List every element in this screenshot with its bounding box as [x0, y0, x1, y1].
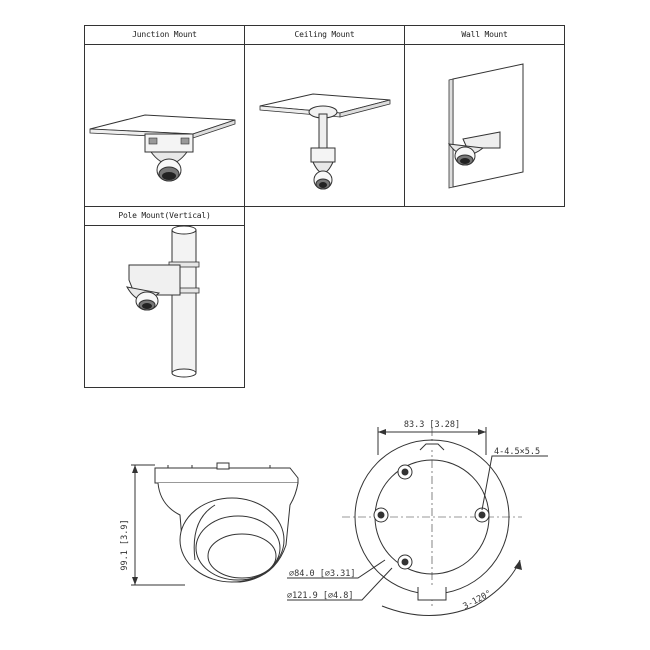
outer-diameter-label: ⌀121.9 [⌀4.8]	[287, 591, 354, 601]
inner-diameter-label: ⌀84.0 [⌀3.31]	[289, 569, 356, 579]
angle-label: 3-120°	[462, 589, 494, 612]
hole-spec-label: 4-4.5×5.5	[494, 447, 540, 457]
wall-mount-panel: Wall Mount	[404, 25, 565, 207]
ceiling-mount-illustration	[245, 44, 404, 206]
pole-mount-panel: Pole Mount(Vertical)	[84, 206, 245, 388]
bottom-view	[287, 427, 548, 616]
junction-mount-illustration	[85, 44, 244, 206]
height-dimension-label: 99.1 [3.9]	[120, 519, 130, 570]
side-view	[131, 462, 299, 586]
wall-mount-label: Wall Mount	[405, 26, 564, 45]
width-dimension-label: 83.3 [3.28]	[404, 420, 460, 430]
pole-mount-label: Pole Mount(Vertical)	[85, 207, 244, 226]
junction-mount-panel: Junction Mount	[84, 25, 245, 207]
ceiling-mount-panel: Ceiling Mount	[244, 25, 405, 207]
ceiling-mount-label: Ceiling Mount	[245, 26, 404, 45]
wall-mount-illustration	[405, 44, 564, 206]
junction-mount-label: Junction Mount	[85, 26, 244, 45]
pole-mount-illustration	[85, 225, 244, 387]
